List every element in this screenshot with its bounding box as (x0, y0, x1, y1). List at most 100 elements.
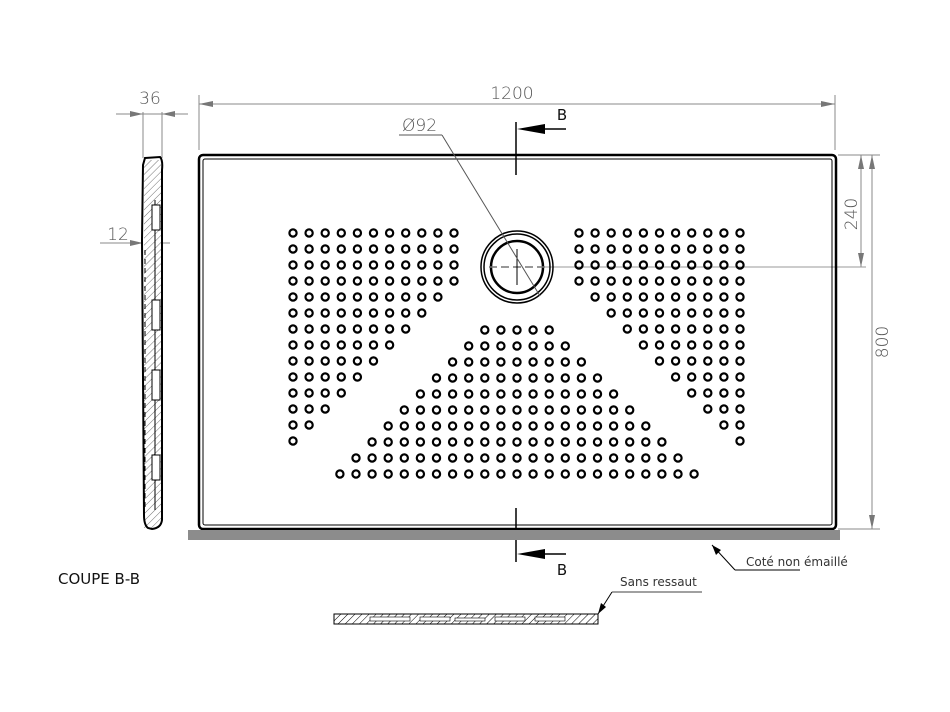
dot (625, 453, 635, 463)
dot (528, 325, 538, 335)
dot (352, 308, 363, 318)
dot (719, 404, 729, 414)
dot (512, 357, 522, 367)
dot (335, 469, 345, 479)
dot (560, 373, 571, 383)
dot (431, 421, 442, 431)
dot (528, 389, 538, 399)
dot (320, 244, 330, 254)
dot (368, 244, 379, 254)
dot (336, 292, 346, 302)
dot (687, 260, 697, 270)
dot (687, 372, 697, 382)
dot (320, 372, 330, 382)
dot (447, 469, 458, 479)
dot (592, 437, 603, 447)
dot (560, 469, 571, 479)
dot (625, 469, 635, 479)
dot (496, 389, 506, 399)
dot (415, 453, 426, 463)
dot (415, 421, 426, 431)
dot (560, 405, 571, 415)
dot (512, 453, 522, 463)
dot (528, 405, 538, 415)
dot (480, 389, 490, 399)
dot (336, 388, 346, 398)
dot (608, 405, 619, 415)
dot (480, 437, 490, 447)
dot (415, 405, 426, 415)
dot (544, 405, 554, 415)
dot (638, 228, 649, 238)
dot (512, 373, 522, 383)
dot (367, 453, 377, 463)
non-enamelled-annotation: Coté non émaillé (711, 544, 848, 571)
section-mark-bottom-label: B (557, 561, 567, 579)
dot (735, 276, 745, 286)
dot (687, 388, 697, 398)
dot (433, 244, 443, 254)
dot (654, 260, 665, 270)
dot (719, 228, 729, 238)
dot (480, 325, 490, 335)
dot (336, 324, 346, 334)
non-enamelled-label: Coté non émaillé (746, 555, 848, 569)
dot (670, 292, 681, 302)
dot (735, 292, 745, 302)
dot (336, 308, 346, 318)
dot (352, 228, 363, 238)
dot (352, 340, 363, 350)
dot (528, 421, 538, 431)
dot (433, 292, 443, 302)
dot (417, 228, 427, 238)
dot (512, 341, 522, 351)
dot (480, 405, 490, 415)
dot (592, 421, 603, 431)
dot (528, 437, 538, 447)
dot (528, 357, 538, 367)
depth-dimension-label: 800 (873, 326, 893, 358)
shower-tray-plan (197, 153, 838, 531)
dot (304, 356, 314, 366)
dot (528, 341, 538, 351)
dot (719, 356, 729, 366)
dot (480, 453, 490, 463)
dot (735, 244, 745, 254)
dot (336, 276, 346, 286)
dot (368, 228, 379, 238)
dot (719, 308, 729, 318)
dot (719, 292, 729, 302)
dot (719, 244, 729, 254)
dot (576, 469, 587, 479)
dot (417, 260, 427, 270)
dot (512, 405, 522, 415)
dot (592, 469, 603, 479)
dot (654, 324, 665, 334)
depth-dimension: 800 (838, 154, 893, 530)
dot (431, 453, 442, 463)
section-strip: Sans ressaut (333, 575, 702, 625)
dot (480, 469, 490, 479)
dot (368, 356, 379, 366)
dot (304, 340, 314, 350)
dot (368, 308, 379, 318)
dot (304, 388, 314, 398)
dot (367, 437, 377, 447)
dot (528, 373, 538, 383)
dot (576, 373, 587, 383)
dot (304, 292, 314, 302)
dot (449, 276, 459, 286)
dot (560, 389, 571, 399)
dot (574, 244, 584, 254)
dot (512, 421, 522, 431)
dot (447, 453, 458, 463)
dot (512, 437, 522, 447)
dot (304, 420, 314, 430)
dot (415, 389, 426, 399)
section-mark-top: B (515, 106, 567, 175)
dot (288, 388, 298, 398)
dot (670, 324, 681, 334)
dot (544, 389, 554, 399)
dot (638, 292, 649, 302)
dot (590, 244, 600, 254)
